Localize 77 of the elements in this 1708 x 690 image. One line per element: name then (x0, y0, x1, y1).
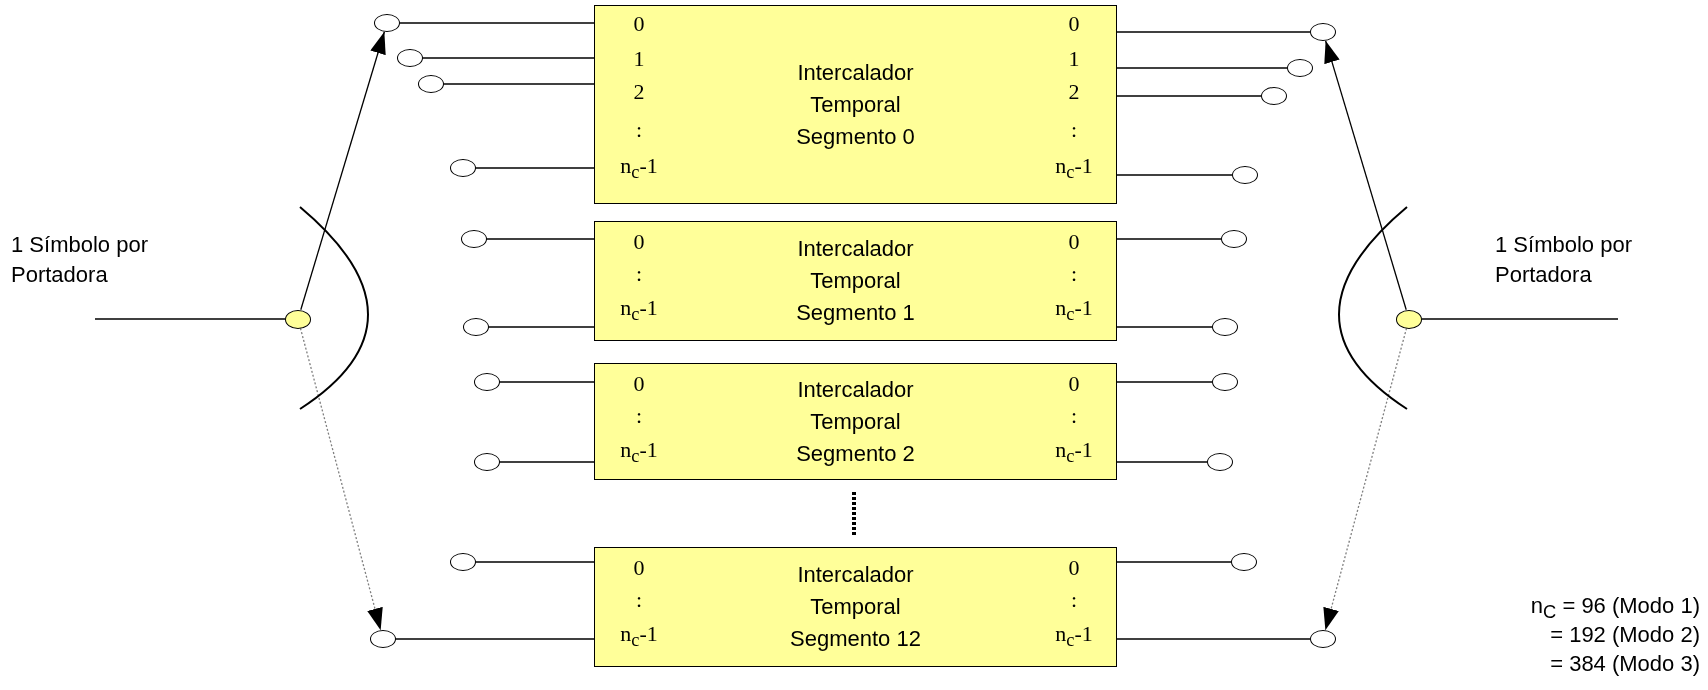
port-number: 0 (633, 372, 645, 396)
signal-label: 1 Símbolo por Portadora (1495, 231, 1633, 289)
block-label: Intercalador Temporal Segmento 0 (795, 58, 916, 151)
terminal-circle (474, 453, 500, 471)
port-number: 2 (1068, 80, 1080, 104)
terminal-circle (1310, 23, 1336, 41)
terminal-circle (370, 630, 396, 648)
wire-line (1116, 174, 1233, 176)
terminal-circle (463, 318, 489, 336)
switch-arrow (1324, 40, 1407, 311)
port-number: n$_{c}$-1 (620, 437, 658, 469)
wire-line (1116, 326, 1213, 328)
switch-arrow (1323, 327, 1408, 631)
terminal-circle (1207, 453, 1233, 471)
block-label: Intercalador Temporal Segmento 1 (795, 235, 916, 327)
port-number: n$_{c}$-1 (1055, 437, 1093, 469)
terminal-circle (374, 14, 400, 32)
port-number: : (1070, 588, 1078, 612)
port-number: : (1070, 262, 1078, 286)
terminal-circle (461, 230, 487, 248)
switch-arrow (299, 327, 383, 631)
wire-line (1116, 238, 1222, 240)
port-number: : (635, 118, 643, 142)
terminal-circle (450, 553, 476, 571)
port-number: 0 (633, 12, 645, 36)
port-number: : (635, 588, 643, 612)
port-number: 0 (1068, 12, 1080, 36)
mode-note: = 384 (Modo 3) (1550, 650, 1700, 677)
terminal-circle (1261, 87, 1287, 105)
wire-line (94, 318, 286, 320)
switch-pivot (285, 309, 311, 329)
port-number: 1 (1068, 47, 1080, 71)
wire-line (1116, 31, 1311, 33)
terminal-circle (397, 49, 423, 67)
wire-line (1116, 381, 1213, 383)
switch-pivot (1396, 309, 1422, 329)
wire-line (1116, 67, 1288, 69)
port-number: : (635, 404, 643, 428)
port-number: n$_{c}$-1 (620, 153, 658, 185)
port-number: 0 (1068, 230, 1080, 254)
terminal-circle (1231, 553, 1257, 571)
port-number: 1 (633, 47, 645, 71)
port-number: n$_{c}$-1 (1055, 295, 1093, 327)
signal-label: 1 Símbolo por Portadora (11, 231, 149, 289)
port-number: n$_{c}$-1 (620, 621, 658, 653)
port-number: n$_{c}$-1 (1055, 153, 1093, 185)
interleaver-block (594, 547, 1117, 667)
port-number: : (1070, 404, 1078, 428)
interleaver-block (594, 221, 1117, 341)
block-label: Intercalador Temporal Segmento 12 (789, 561, 922, 653)
port-number: n$_{c}$-1 (620, 295, 658, 327)
port-number: 0 (1068, 372, 1080, 396)
terminal-circle (1221, 230, 1247, 248)
wire-line (1116, 461, 1208, 463)
wire-line (1116, 561, 1232, 563)
port-number: 0 (1068, 556, 1080, 580)
terminal-circle (474, 373, 500, 391)
port-number: 2 (633, 80, 645, 104)
switch-arrow (300, 31, 386, 311)
interleaver-block (594, 363, 1117, 480)
terminal-circle (1287, 59, 1313, 77)
block-label: Intercalador Temporal Segmento 2 (795, 375, 916, 468)
port-number: 0 (633, 556, 645, 580)
terminal-circle (1212, 373, 1238, 391)
wire-line (1116, 95, 1262, 97)
terminal-circle (450, 159, 476, 177)
wire-line (1421, 318, 1619, 320)
port-number: n$_{c}$-1 (1055, 621, 1093, 653)
terminal-circle (418, 75, 444, 93)
port-number: : (1070, 118, 1078, 142)
interleaver-block (594, 5, 1117, 204)
terminal-circle (1310, 630, 1336, 648)
port-number: 0 (633, 230, 645, 254)
port-number: : (635, 262, 643, 286)
terminal-circle (1212, 318, 1238, 336)
terminal-circle (1232, 166, 1258, 184)
wire-line (1116, 638, 1311, 640)
